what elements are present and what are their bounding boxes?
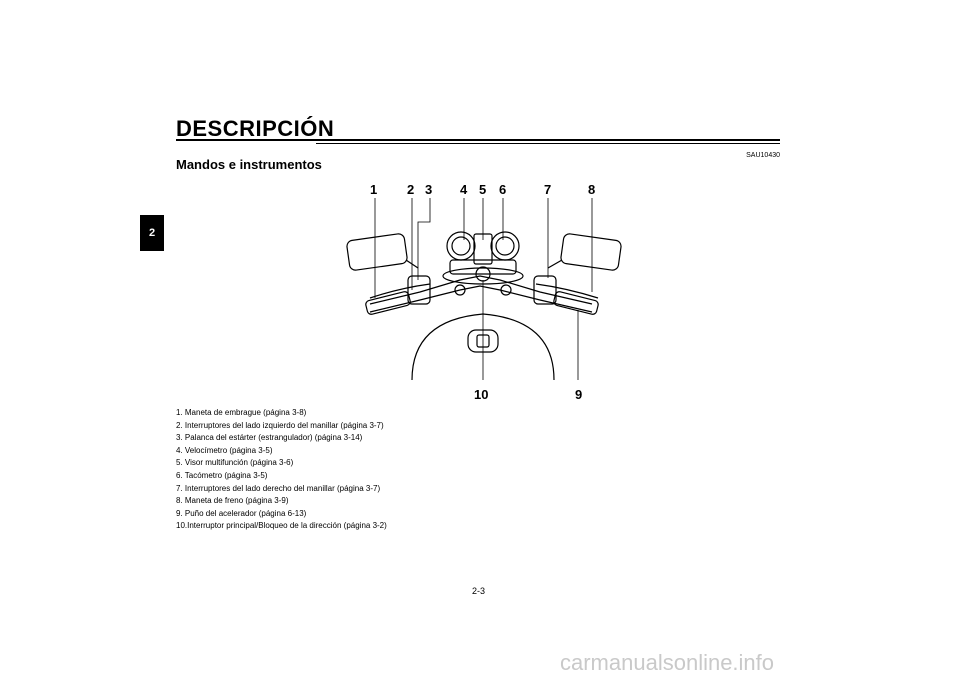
legend-list: 1. Maneta de embrague (página 3-8) 2. In… xyxy=(176,407,387,533)
left-grip xyxy=(365,291,411,315)
callout-9: 9 xyxy=(575,387,583,402)
callout-6: 6 xyxy=(499,182,507,197)
brake-lever xyxy=(535,283,599,299)
clutch-lever xyxy=(369,283,431,299)
legend-item: 7. Interruptores del lado derecho del ma… xyxy=(176,483,381,493)
handlebar xyxy=(369,275,593,305)
callout-3: 3 xyxy=(425,182,433,197)
section-title: Mandos e instrumentos xyxy=(176,157,322,172)
legend-item: 9. Puño del acelerador (página 6-13) xyxy=(176,508,307,518)
speedometer xyxy=(446,231,476,261)
legend-item: 10.Interruptor principal/Bloqueo de la d… xyxy=(176,521,387,531)
callout-4: 4 xyxy=(460,182,468,197)
callout-10: 10 xyxy=(474,387,489,402)
title-rule-thin xyxy=(316,143,780,144)
right-grip xyxy=(553,291,599,315)
right-switches xyxy=(533,275,557,305)
controls-illustration xyxy=(346,198,622,381)
legend-item: 1. Maneta de embrague (página 3-8) xyxy=(176,408,307,417)
legend-item: 8. Maneta de freno (página 3-9) xyxy=(176,496,289,506)
section-code: SAU10430 xyxy=(746,152,780,159)
tachometer xyxy=(490,231,520,261)
legend-item: 6. Tacómetro (página 3-5) xyxy=(176,470,268,480)
page-title: DESCRIPCIÓN xyxy=(176,116,335,141)
left-switches xyxy=(407,275,431,305)
chapter-tab: 2 xyxy=(140,215,164,251)
callout-2: 2 xyxy=(407,182,415,197)
legend-item: 2. Interruptores del lado izquierdo del … xyxy=(176,420,384,430)
callout-1: 1 xyxy=(370,182,378,197)
callout-5: 5 xyxy=(479,182,487,197)
callout-8: 8 xyxy=(588,182,596,197)
page-number: 2-3 xyxy=(472,586,486,596)
legend-item: 5. Visor multifunción (página 3-6) xyxy=(176,458,294,468)
legend-item: 4. Velocímetro (página 3-5) xyxy=(176,445,273,455)
watermark: carmanualsonline.info xyxy=(560,650,775,675)
right-mirror xyxy=(560,233,622,271)
callout-7: 7 xyxy=(544,182,552,197)
title-rule xyxy=(176,139,780,141)
left-mirror xyxy=(346,233,408,271)
legend-item: 3. Palanca del estárter (estrangulador) … xyxy=(176,433,363,443)
